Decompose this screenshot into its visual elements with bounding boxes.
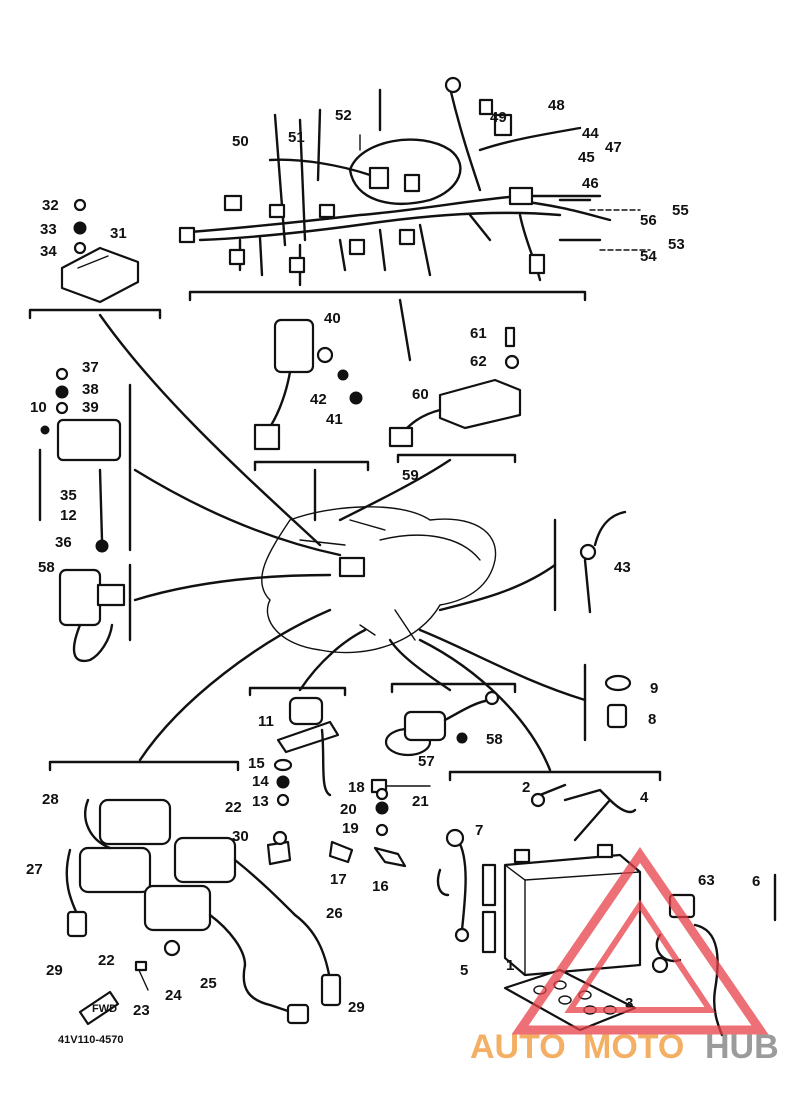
label-29-left: 29 [46,962,63,979]
label-52: 52 [335,107,352,124]
label-36: 36 [55,534,72,551]
label-33: 33 [40,221,57,238]
horn-11 [273,696,340,807]
label-62: 62 [470,353,487,370]
label-42: 42 [310,391,327,408]
part-labels: 2 3 4 5 6 7 8 9 10 11 12 13 14 15 16 17 … [26,97,760,1046]
label-15: 15 [248,755,265,772]
sender-8-9 [604,674,632,729]
watermark: AUTO MOTO HUB [470,847,779,1066]
label-25: 25 [200,975,217,992]
label-19: 19 [342,820,359,837]
clamp-30 [266,830,292,866]
label-61: 61 [470,325,487,342]
label-44: 44 [582,125,599,142]
label-7: 7 [475,822,483,839]
label-49: 49 [490,109,507,126]
label-26: 26 [326,905,343,922]
label-28: 28 [42,791,59,808]
label-54: 54 [640,248,657,265]
fwd-tag-text: FWD [92,1003,117,1015]
label-35: 35 [60,487,77,504]
label-58-right: 58 [486,731,503,748]
label-41: 41 [326,411,343,428]
label-31: 31 [110,225,127,242]
label-4: 4 [640,789,649,806]
label-50: 50 [232,133,249,150]
switch-43 [579,510,627,614]
label-56: 56 [640,212,657,229]
label-39: 39 [82,399,99,416]
wire-harness [178,76,651,287]
relay-58-left [58,568,126,663]
label-22-top: 22 [225,799,242,816]
watermark-text-hub: HUB [705,1028,779,1066]
label-16: 16 [372,878,389,895]
label-46: 46 [582,175,599,192]
label-47: 47 [605,139,622,156]
label-30: 30 [232,828,249,845]
unit-60 [388,326,522,448]
fwd-tag: FWD [78,990,120,1026]
label-32: 32 [42,197,59,214]
label-59: 59 [402,467,419,484]
ignition-coils-22 [65,798,342,1025]
battery-1 [481,843,642,977]
switches-16-17 [328,840,407,868]
small-fasteners-18-21 [370,778,431,837]
label-13: 13 [252,793,269,810]
label-40: 40 [324,310,341,327]
label-38: 38 [82,381,99,398]
label-11: 11 [258,713,274,730]
label-58-left: 58 [38,559,55,576]
relay-40 [253,318,363,451]
grouping-brackets [28,290,777,922]
label-20: 20 [340,801,357,818]
label-1: 1 [506,957,514,974]
battery-cables-2-4-7 [436,783,637,943]
label-22-bottom: 22 [98,952,115,969]
label-55: 55 [672,202,689,219]
label-48: 48 [548,97,565,114]
label-2: 2 [522,779,530,796]
label-12: 12 [60,507,77,524]
label-23: 23 [133,1002,150,1019]
label-21: 21 [412,793,429,810]
label-9: 9 [650,680,658,697]
label-57: 57 [418,753,435,770]
label-18: 18 [348,779,365,796]
starter-relay-57 [384,690,500,757]
label-53: 53 [668,236,685,253]
label-14: 14 [252,773,269,790]
rear-cover-31 [60,198,140,304]
label-24: 24 [165,987,182,1004]
label-34: 34 [40,243,57,260]
label-17: 17 [330,871,347,888]
label-43: 43 [614,559,631,576]
label-29-right: 29 [348,999,365,1016]
label-51: 51 [288,129,305,146]
label-6: 6 [752,873,760,890]
frame-outline [261,506,497,654]
label-5: 5 [460,962,468,979]
label-3: 3 [625,995,633,1012]
label-10: 10 [30,399,47,416]
label-60: 60 [412,386,429,403]
label-45: 45 [578,149,595,166]
label-27: 27 [26,861,43,878]
label-8: 8 [648,711,656,728]
label-37: 37 [82,359,99,376]
relay-group-35 [38,367,122,553]
label-63: 63 [698,872,715,889]
watermark-text-moto: MOTO [583,1028,684,1066]
diagram-code: 41V110-4570 [58,1034,123,1046]
watermark-text-auto: AUTO [470,1028,566,1066]
